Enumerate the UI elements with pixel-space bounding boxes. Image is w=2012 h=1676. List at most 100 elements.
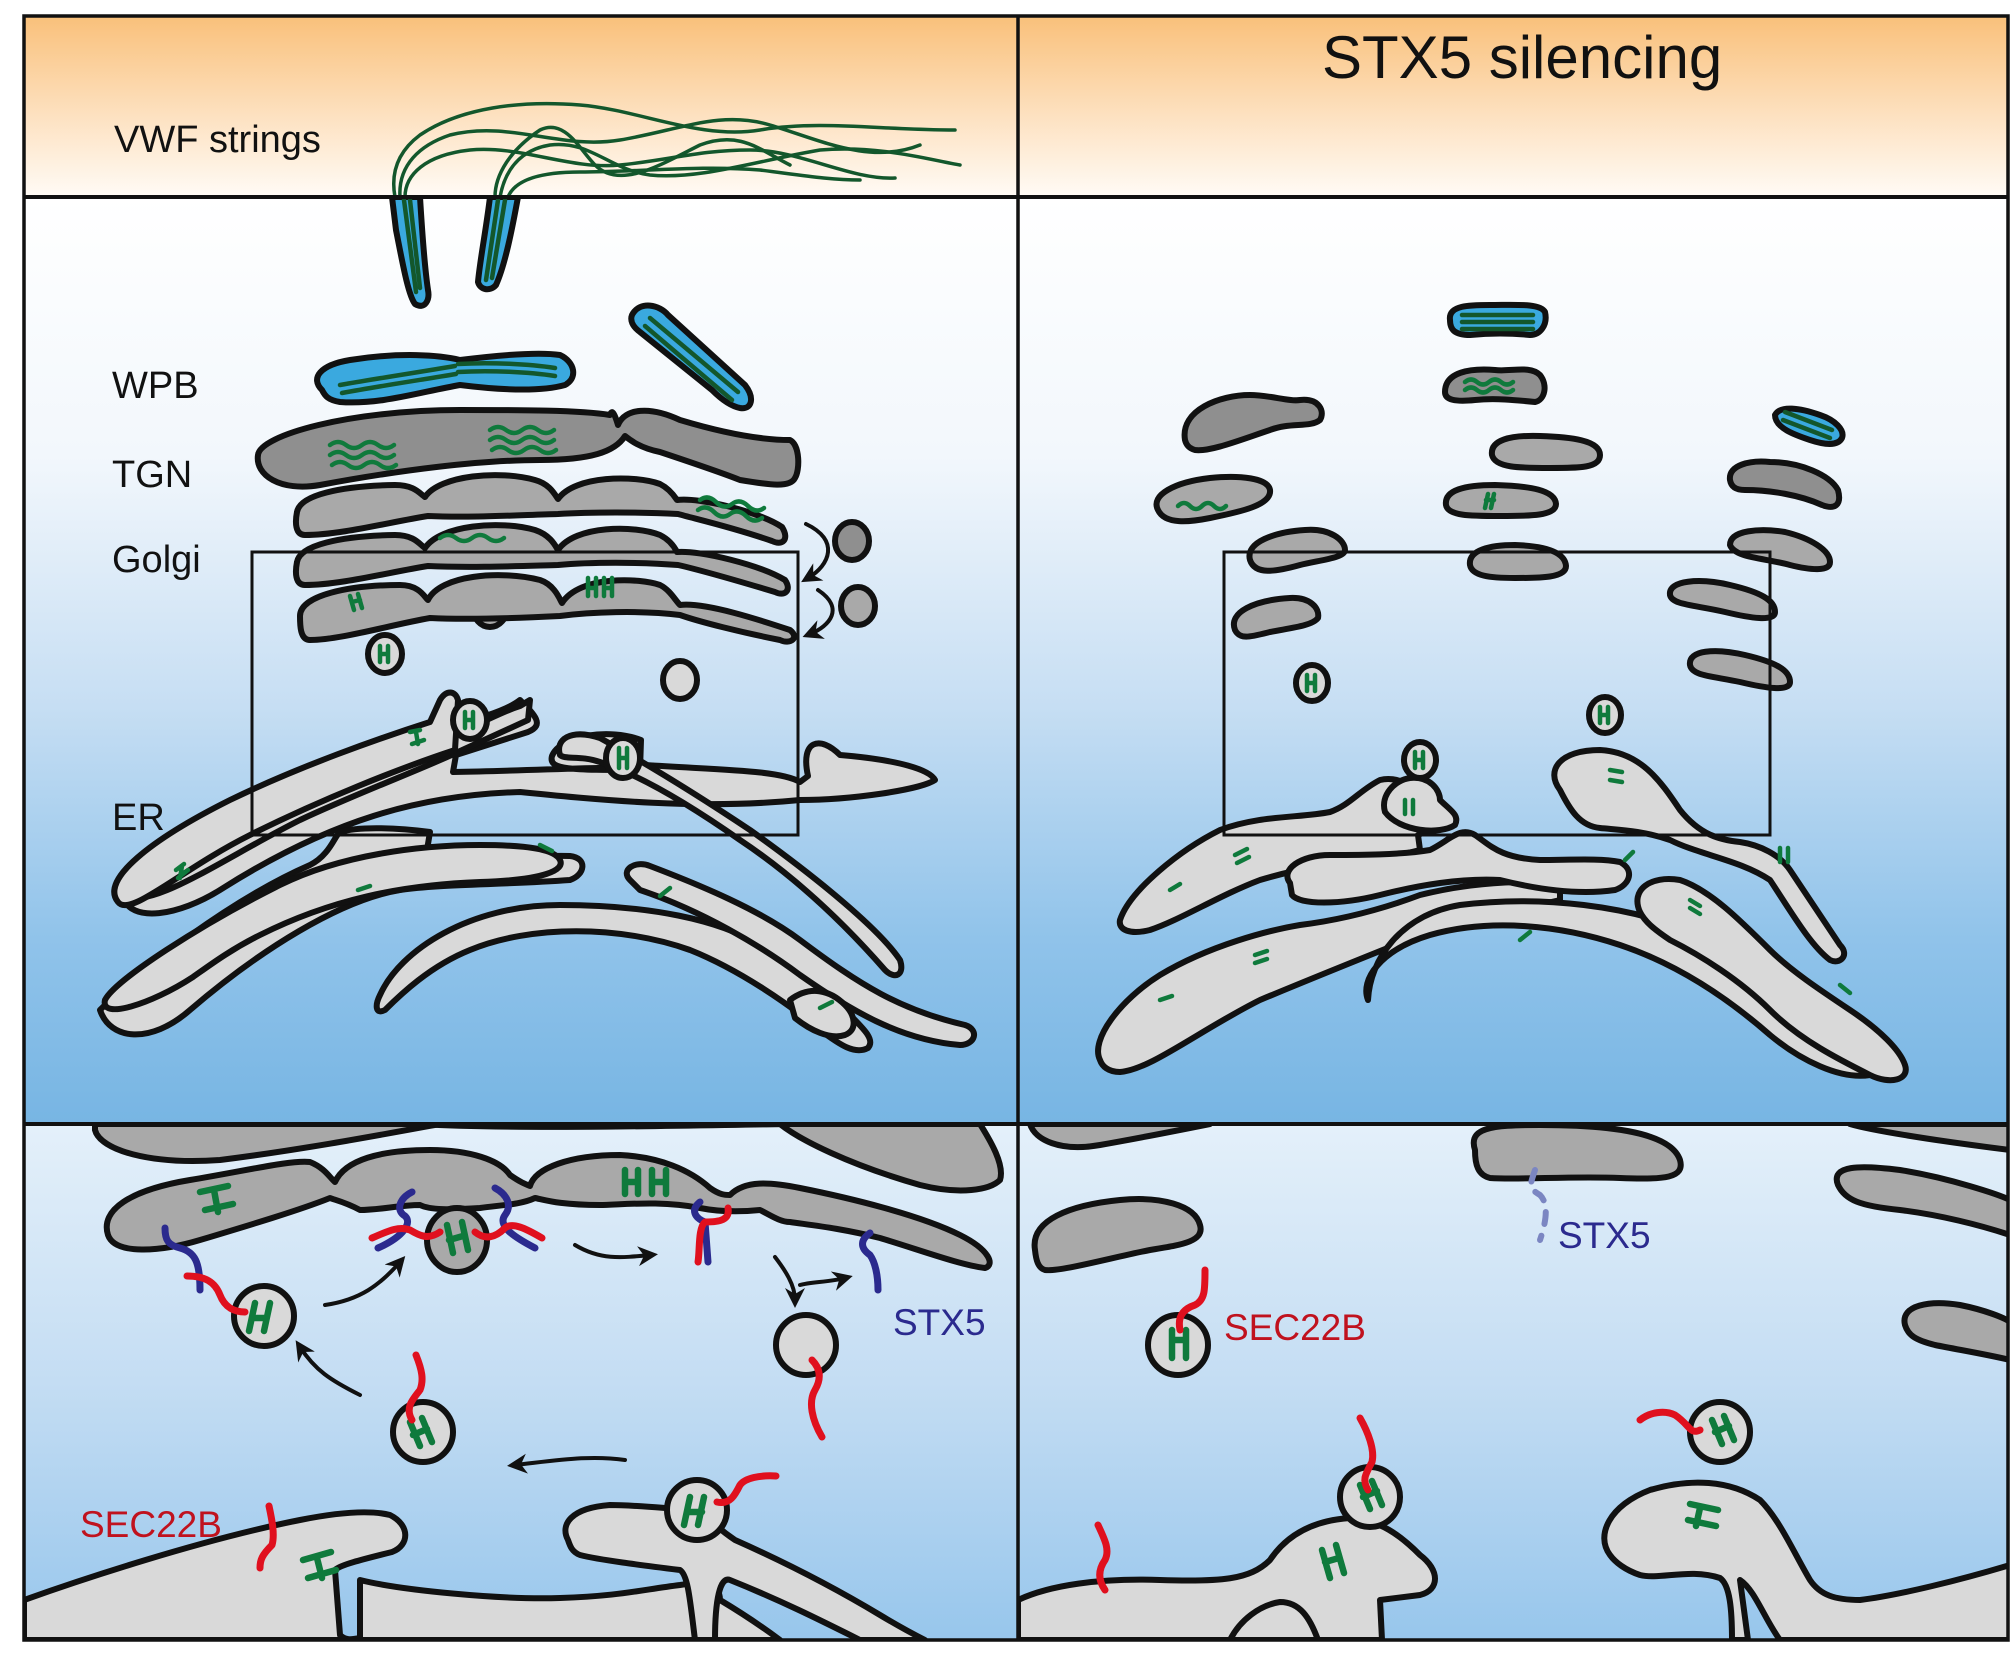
control-cell bbox=[97, 197, 977, 1054]
er-network bbox=[97, 689, 977, 1054]
golgi-fragment bbox=[1442, 482, 1559, 519]
sec22b-snare bbox=[1636, 1408, 1704, 1435]
stx5-depleted bbox=[1528, 1167, 1549, 1243]
sec22b-label-control: SEC22B bbox=[80, 1504, 222, 1545]
golgi-fragment bbox=[1833, 1164, 2008, 1238]
er-sheet-bottom-center bbox=[1227, 1599, 1321, 1640]
er-head-right bbox=[1551, 747, 1848, 965]
zoom-region-box bbox=[1222, 550, 1772, 837]
sec22b-snare bbox=[713, 1472, 780, 1507]
golgi-fragment bbox=[1246, 526, 1348, 574]
header-band-right bbox=[1018, 16, 2008, 197]
stx5-silencing-title: STX5 silencing bbox=[1322, 24, 1722, 91]
golgi-stack bbox=[254, 407, 802, 645]
header-band-left bbox=[24, 16, 1018, 197]
golgi-fragment bbox=[1181, 392, 1325, 454]
vwf-cargo-icon bbox=[1597, 704, 1611, 726]
er-network-fragmented bbox=[1095, 739, 1909, 1084]
er-head-center bbox=[1381, 774, 1460, 834]
golgi-fragment bbox=[1901, 1300, 2008, 1363]
golgi-fragment bbox=[1667, 578, 1778, 621]
retrograde-vesicle bbox=[832, 519, 872, 563]
er-tubule-lower-right bbox=[787, 987, 857, 1040]
transport-arrow bbox=[295, 1340, 362, 1397]
sec22b-snare bbox=[471, 1222, 546, 1242]
sec22b-snare bbox=[1175, 1266, 1209, 1334]
stx5-snare bbox=[374, 1188, 416, 1252]
vwf-cargo-icon bbox=[1708, 1412, 1738, 1448]
sec22b-snare bbox=[405, 1351, 426, 1424]
er-export-arrow bbox=[507, 1453, 627, 1474]
retrograde-arrow bbox=[801, 522, 830, 583]
golgi-cisterna bbox=[103, 1147, 993, 1271]
retrograde-vesicle bbox=[838, 584, 878, 628]
tgn-fragment bbox=[1727, 458, 1843, 510]
vwf-cargo-icon bbox=[1412, 749, 1426, 771]
sec22b-snare bbox=[808, 1356, 826, 1441]
er-tubule-upper-left-arm bbox=[111, 689, 461, 909]
weibel-palade-bodies bbox=[314, 197, 754, 412]
sec22b-snare-cis bbox=[694, 1204, 732, 1266]
cycle-arrows bbox=[295, 1243, 853, 1474]
silenced-zoom-panel bbox=[1018, 1124, 2008, 1640]
stx5-snare bbox=[161, 1224, 204, 1294]
sec22b-snare bbox=[256, 1502, 277, 1572]
vwf-cargo-icon bbox=[299, 1548, 340, 1582]
golgi-vwf-cargo bbox=[196, 1166, 670, 1216]
vwf-cargo-icon bbox=[680, 1493, 708, 1529]
golgi-fragment bbox=[1687, 648, 1793, 691]
golgi-fragment bbox=[1488, 432, 1603, 471]
sec22b-snare bbox=[368, 1224, 444, 1242]
golgi-fragment bbox=[1467, 542, 1569, 581]
golgi-cisterna-partial bbox=[92, 1124, 443, 1164]
sec22b-label-silencing: SEC22B bbox=[1224, 1307, 1366, 1348]
er-sheet-central bbox=[1284, 829, 1632, 906]
disassembly-arrow bbox=[773, 1255, 805, 1308]
er-sheet-bottom bbox=[1018, 1515, 1438, 1640]
er-arc-lower bbox=[623, 861, 977, 1048]
vwf-cargo-icon bbox=[1356, 1477, 1386, 1513]
sec22b-snare bbox=[1094, 1521, 1111, 1594]
stx5-label-control: STX5 bbox=[893, 1302, 986, 1343]
er-label: ER bbox=[112, 797, 165, 839]
recycling-vesicle bbox=[773, 1312, 839, 1378]
golgi-cisterna-medial bbox=[293, 522, 791, 597]
retrograde-arrow bbox=[802, 588, 835, 639]
docking-to-fusion-arrow bbox=[323, 1255, 406, 1307]
vwf-cargo-icon bbox=[245, 1299, 274, 1335]
stx5-snare bbox=[491, 1184, 539, 1252]
sec22b-snare bbox=[1356, 1414, 1377, 1494]
golgi-fragment bbox=[1153, 473, 1273, 525]
er-tubule-right bbox=[1634, 876, 1909, 1084]
golgi-cisterna-trans bbox=[293, 472, 789, 546]
vwf-cargo-icon bbox=[1482, 491, 1497, 511]
vwf-cargo-icon bbox=[1318, 1541, 1348, 1582]
golgi-fragment bbox=[1031, 1196, 1204, 1274]
silenced-cell bbox=[1095, 301, 1909, 1084]
er-vwf-cargo bbox=[1157, 767, 1853, 1003]
vwf-cargo-icon bbox=[462, 709, 476, 731]
golgi-fragment-partial bbox=[1027, 1124, 1213, 1151]
vwf-cargo-icon bbox=[443, 1218, 472, 1257]
stx5-label-silencing: STX5 bbox=[1558, 1215, 1651, 1256]
vwf-cargo-icon bbox=[1684, 1500, 1722, 1530]
vwf-cargo-icon bbox=[1175, 500, 1229, 512]
figure-frame bbox=[22, 14, 2010, 1642]
sec22b-snare bbox=[183, 1272, 249, 1316]
tgn-label: TGN bbox=[112, 454, 192, 496]
vwf-strings bbox=[392, 101, 962, 199]
stx5-release-arrow bbox=[798, 1271, 853, 1291]
wpb-label: WPB bbox=[112, 365, 199, 407]
empty-vesicle bbox=[660, 658, 700, 702]
vwf-cargo-icon bbox=[1304, 672, 1318, 694]
vwf-cargo-icon bbox=[1168, 1326, 1190, 1362]
golgi-cisterna-cis bbox=[297, 572, 798, 645]
golgi-vwf-cargo bbox=[327, 424, 767, 613]
fusion-to-cis-snare-arrow bbox=[573, 1243, 658, 1267]
vwf-cargo-icon bbox=[377, 643, 391, 665]
vwf-cargo-icon bbox=[616, 745, 630, 771]
fragmented-golgi bbox=[1153, 301, 1846, 691]
golgi-fragment bbox=[1727, 527, 1833, 573]
er-vwf-cargo bbox=[173, 727, 835, 1011]
